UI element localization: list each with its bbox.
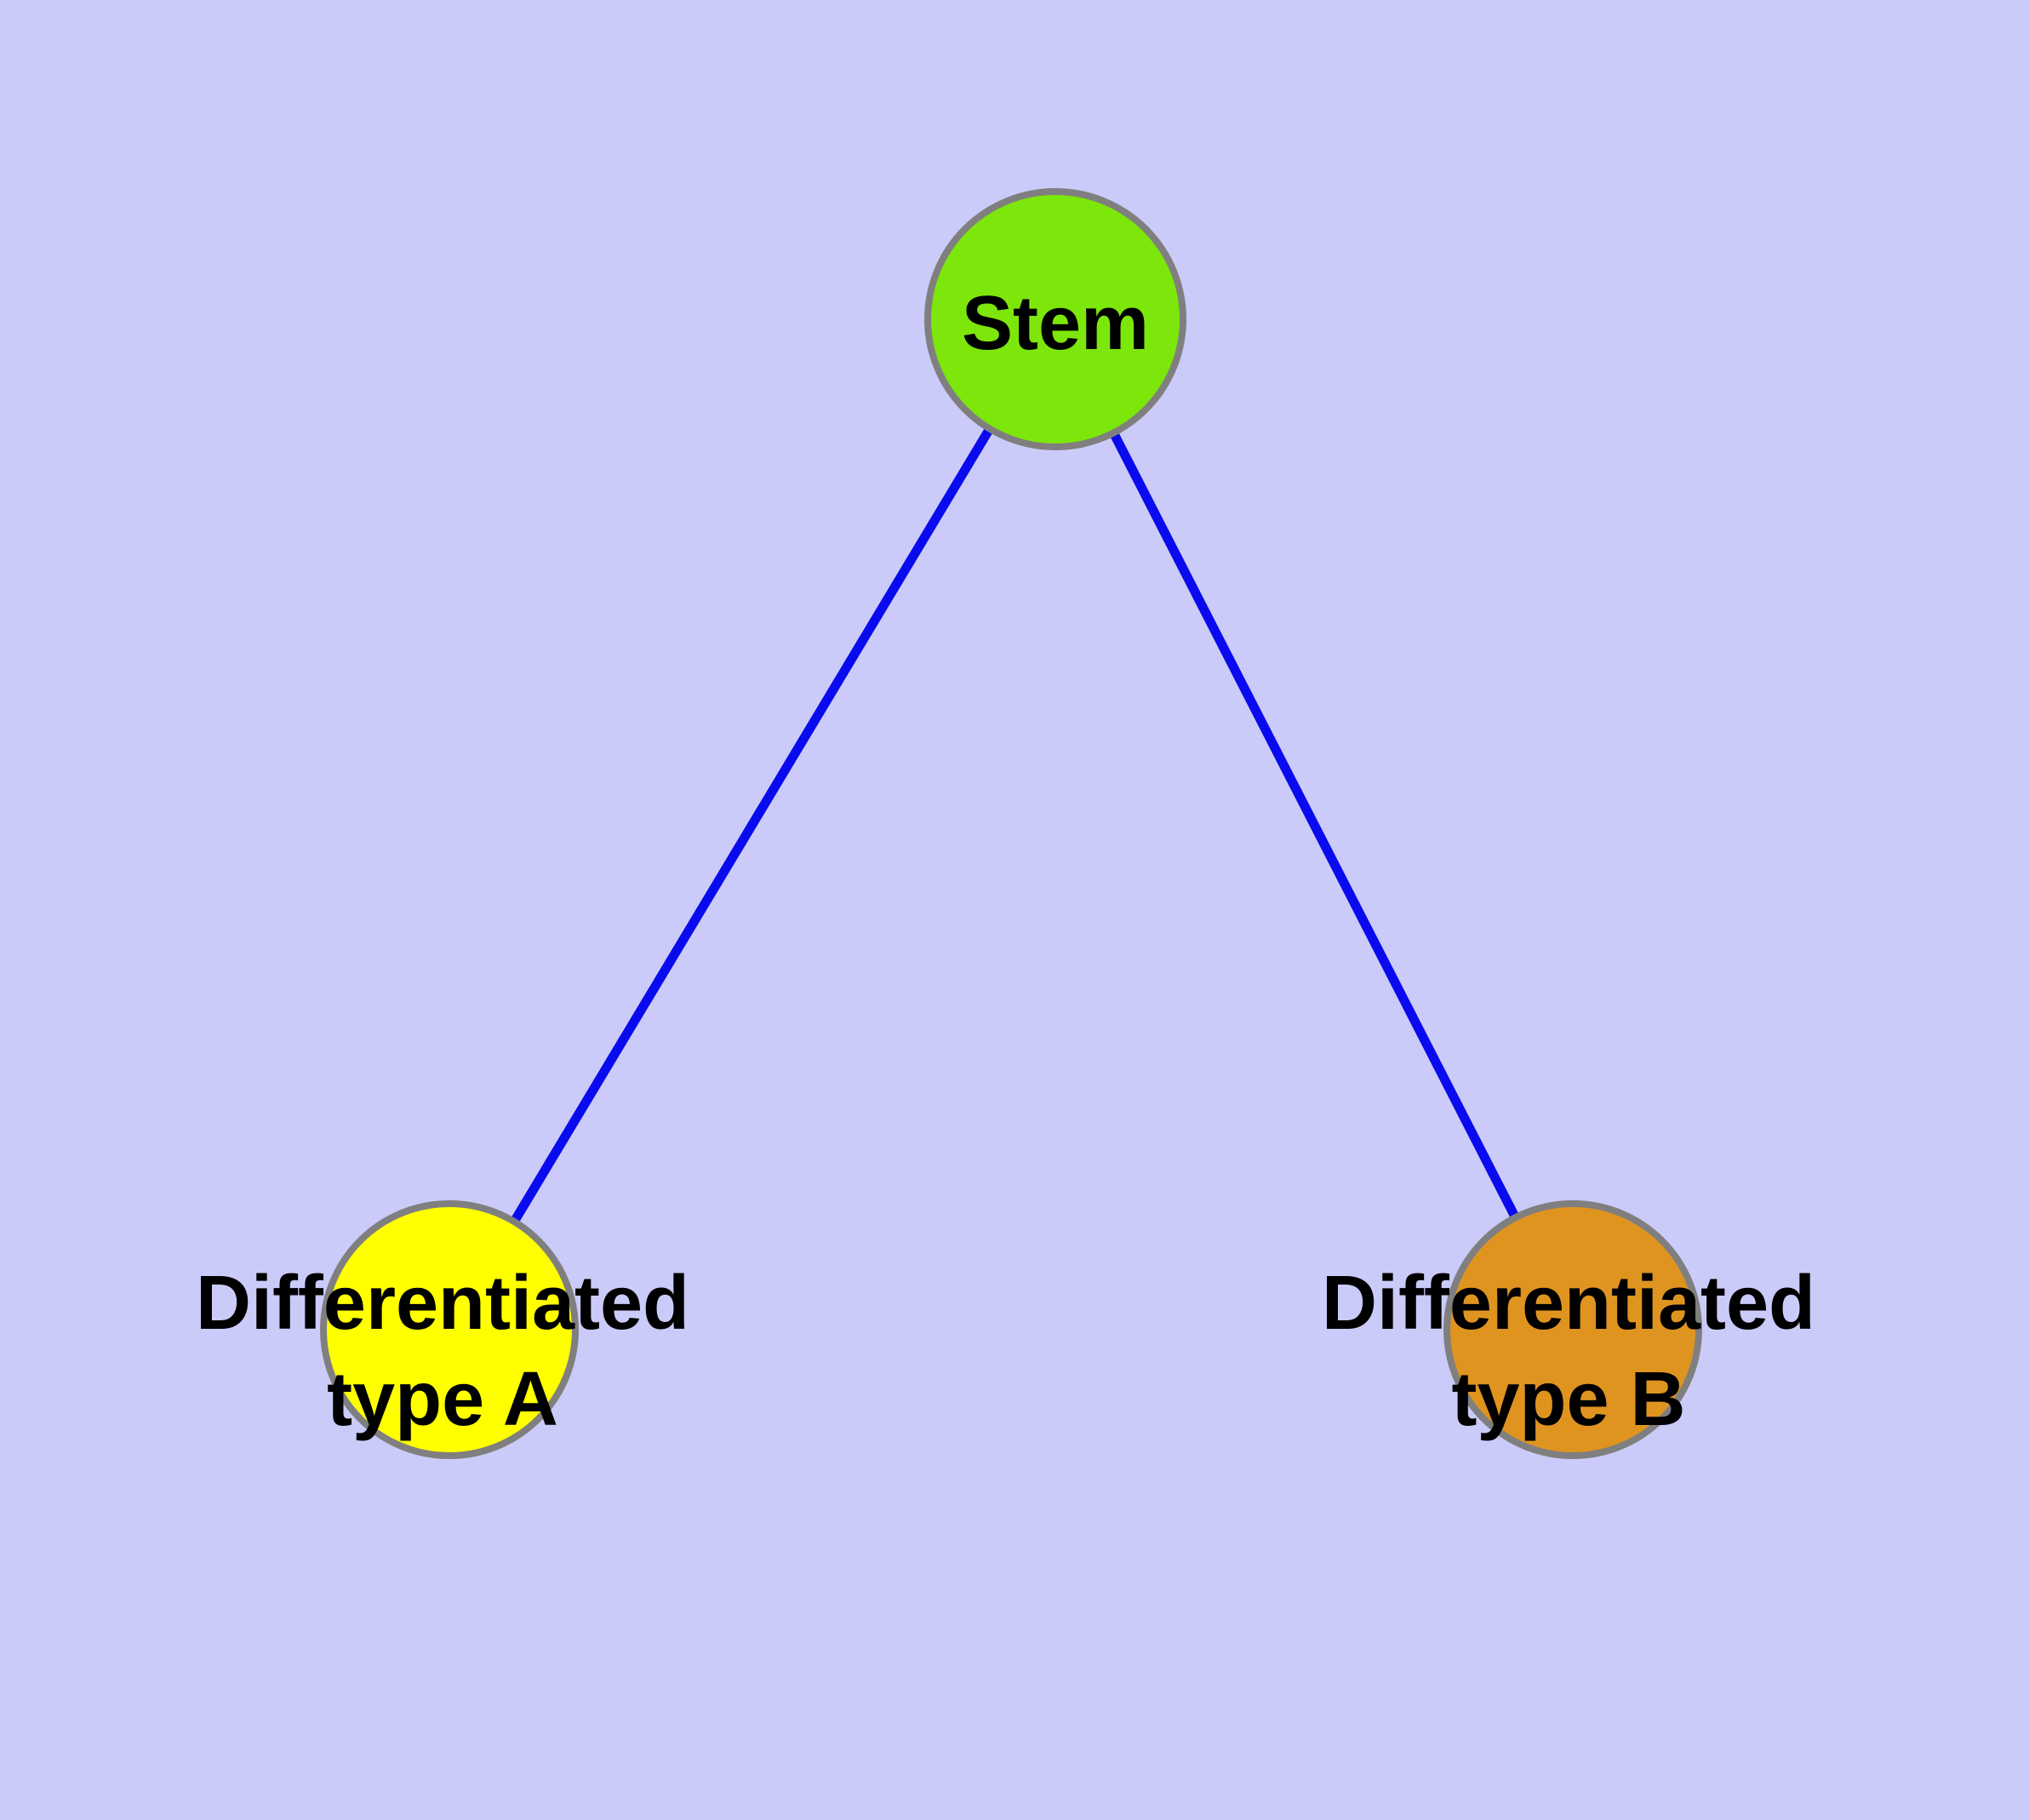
edge-stem-to-type-b [1051,317,1577,1332]
node-type-b-label-line1: Differentiated [1322,1261,1815,1346]
node-type-b-circle [1443,1200,1702,1459]
node-type-a-label-line1: Differentiated [196,1261,689,1346]
node-stem-label: Stem [962,281,1149,366]
node-type-a-circle [320,1200,579,1459]
edge-stem-to-type-a [445,317,1060,1332]
node-type-b-label-line2: type B [1451,1357,1685,1442]
node-type-a-label-line2: type A [327,1357,558,1442]
node-stem-circle [924,188,1186,450]
